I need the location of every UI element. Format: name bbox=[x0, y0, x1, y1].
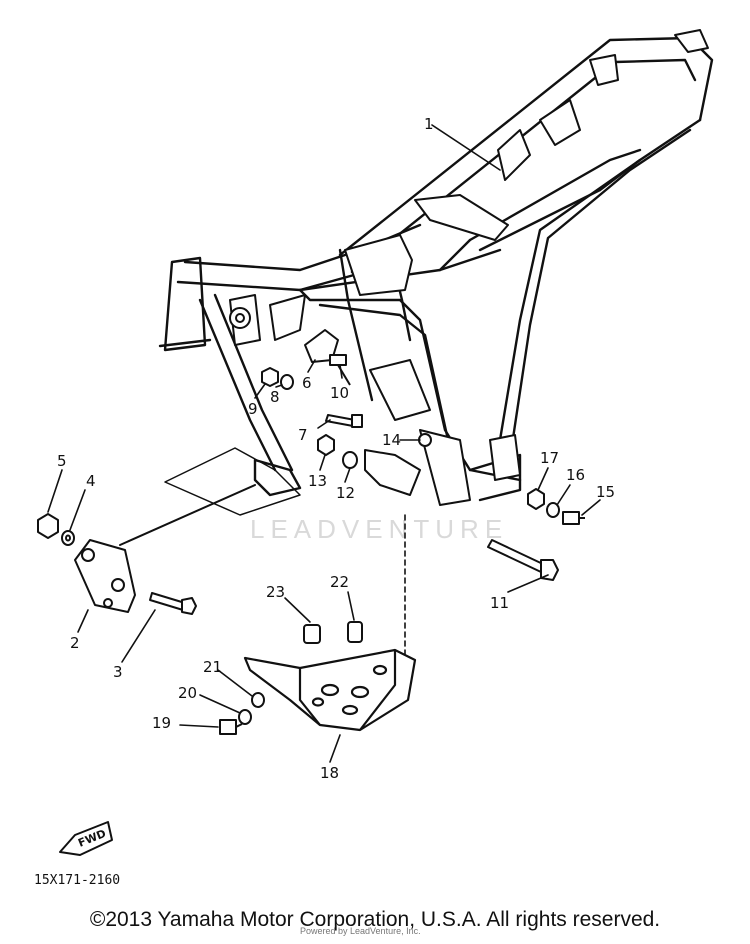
bolt-7 bbox=[325, 414, 363, 428]
callout-10: 10 bbox=[330, 384, 349, 402]
callout-16: 16 bbox=[566, 466, 585, 484]
callout-8: 8 bbox=[270, 388, 280, 406]
callout-4: 4 bbox=[86, 472, 96, 490]
frame-drawing bbox=[158, 36, 714, 502]
callout-6: 6 bbox=[302, 374, 312, 392]
callout-13: 13 bbox=[308, 472, 327, 490]
callout-1: 1 bbox=[424, 115, 434, 133]
spacer-23 bbox=[303, 624, 321, 644]
watermark: LEADVENTURE bbox=[250, 514, 508, 544]
bolt-15 bbox=[562, 511, 585, 525]
bolt-11 bbox=[487, 539, 559, 581]
callout-22: 22 bbox=[330, 573, 349, 591]
bolt-3 bbox=[149, 592, 197, 615]
faint-note: Powered by LeadVenture, Inc. bbox=[300, 926, 421, 936]
part-code: 15X171-2160 bbox=[34, 873, 120, 888]
stud-line bbox=[119, 484, 256, 546]
copyright-text: ©2013 Yamaha Motor Corporation, U.S.A. A… bbox=[89, 908, 661, 931]
callout-19: 19 bbox=[152, 714, 171, 732]
callout-20: 20 bbox=[178, 684, 197, 702]
callout-12: 12 bbox=[336, 484, 355, 502]
callout-11: 11 bbox=[490, 594, 509, 612]
callout-5: 5 bbox=[57, 452, 67, 470]
nut-13 bbox=[317, 434, 335, 456]
callout-23: 23 bbox=[266, 583, 285, 601]
callout-7: 7 bbox=[298, 426, 308, 444]
engine-bracket bbox=[74, 539, 136, 613]
callout-18: 18 bbox=[320, 764, 339, 782]
fwd-arrow-icon: FWD bbox=[59, 821, 113, 856]
callout-3: 3 bbox=[113, 663, 123, 681]
washer-8 bbox=[280, 374, 294, 390]
callout-15: 15 bbox=[596, 483, 615, 501]
callout-labels: 1 2 3 4 5 6 7 8 9 10 11 12 13 14 15 16 1… bbox=[57, 115, 615, 782]
washer-4 bbox=[61, 530, 75, 546]
callout-14: 14 bbox=[382, 431, 401, 449]
bolt-19 bbox=[219, 719, 243, 735]
leader-lines bbox=[47, 124, 601, 763]
collar-22 bbox=[347, 621, 363, 643]
nut-5 bbox=[37, 513, 59, 539]
frame-brackets bbox=[229, 29, 709, 506]
engine-area-outline bbox=[164, 447, 301, 516]
callout-2: 2 bbox=[70, 634, 80, 652]
nut-9 bbox=[261, 367, 279, 387]
washer-12 bbox=[342, 451, 358, 469]
washer-21 bbox=[251, 692, 265, 708]
washer-20 bbox=[238, 709, 252, 725]
nut-17 bbox=[527, 488, 545, 510]
washer-16 bbox=[546, 502, 560, 518]
callout-17: 17 bbox=[540, 449, 559, 467]
callout-9: 9 bbox=[248, 400, 258, 418]
callout-21: 21 bbox=[203, 658, 222, 676]
bracket-6 bbox=[304, 329, 339, 363]
skid-plate bbox=[243, 648, 417, 732]
